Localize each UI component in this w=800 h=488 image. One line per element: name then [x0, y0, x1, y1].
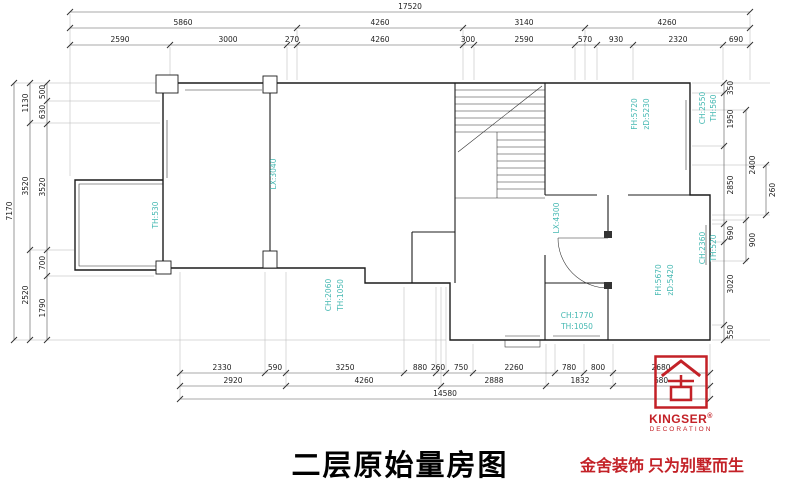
- dim-label: 2330: [212, 363, 231, 372]
- room-label-lx3040: LX:3040: [269, 158, 278, 189]
- room-label-th520: TH:520: [709, 234, 718, 262]
- dim-label: 590: [268, 363, 283, 372]
- dim-label: 17520: [398, 2, 422, 11]
- dim-label: 1790: [38, 298, 47, 317]
- dim-label: 630: [38, 105, 47, 120]
- window-lines: [166, 89, 707, 337]
- dim-label: 800: [591, 363, 606, 372]
- dim-label: 2850: [726, 175, 735, 194]
- room-label-th530: TH:530: [151, 201, 160, 229]
- registered-mark: ®: [707, 413, 713, 420]
- extension-lines: [14, 14, 770, 398]
- dim-label: 880: [413, 363, 428, 372]
- dim-label: 3140: [514, 18, 533, 27]
- dim-label: 3520: [21, 176, 30, 195]
- room-label-th560: TH:560: [709, 94, 718, 122]
- door-jamb: [604, 231, 612, 238]
- dim-label: 750: [454, 363, 469, 372]
- dim-label: 570: [578, 35, 593, 44]
- dim-label: 300: [461, 35, 476, 44]
- staircase: [454, 83, 546, 199]
- dim-label: 4260: [370, 35, 389, 44]
- dim-label: 500: [38, 85, 47, 100]
- dim-label: 3020: [726, 274, 735, 293]
- dimension-labels: 17520 5860 4260 3140 4260 2590 3000 270 …: [5, 2, 777, 398]
- dim-label: 7170: [5, 201, 14, 220]
- dim-label: 780: [562, 363, 577, 372]
- dim-label: 1950: [726, 109, 735, 128]
- door-jamb: [604, 282, 612, 289]
- brand-tagline: 金舍装饰 只为别墅而生: [579, 458, 744, 475]
- dim-label: 690: [729, 35, 744, 44]
- room-labels: TH:530 LX:3040 CH:2060 TH:1050 LX:4300 C…: [151, 92, 718, 331]
- room-label-ch2360: CH:2360: [698, 232, 707, 265]
- dim-label: 260: [431, 363, 446, 372]
- window-sill: [504, 339, 541, 348]
- kingser-seal-icon: [654, 355, 708, 409]
- dimension-lines: [10, 8, 770, 403]
- dim-label: 3000: [218, 35, 237, 44]
- dim-label: 2520: [21, 285, 30, 304]
- dim-label: 900: [748, 233, 757, 248]
- dim-label: 14580: [433, 389, 457, 398]
- dim-label: 260: [768, 183, 777, 198]
- dim-label: 2590: [514, 35, 533, 44]
- dim-label: 1832: [570, 376, 589, 385]
- walls: [74, 82, 711, 348]
- dim-label: 1130: [21, 93, 30, 112]
- dim-label: 2260: [504, 363, 523, 372]
- page-title: 二层原始量房图: [291, 448, 509, 482]
- room-label-th1050: TH:1050: [560, 322, 593, 331]
- brand-logo: KINGSER® DECORATION: [645, 354, 717, 434]
- room-label-ch1770: CH:1770: [561, 311, 594, 320]
- brand-subtitle: DECORATION: [649, 426, 713, 433]
- room-label-th1050: TH:1050: [336, 279, 345, 312]
- dim-label: 2400: [748, 155, 757, 174]
- dim-label: 2320: [668, 35, 687, 44]
- door-swing: [557, 237, 609, 289]
- dim-label: 690: [726, 226, 735, 241]
- dim-label: 4260: [370, 18, 389, 27]
- dim-label: 2590: [110, 35, 129, 44]
- dim-label: 4260: [354, 376, 373, 385]
- dim-label: 700: [38, 256, 47, 271]
- room-label-ch2060: CH:2060: [324, 279, 333, 312]
- dim-label: 680: [654, 376, 669, 385]
- dim-label: 270: [285, 35, 300, 44]
- dim-label: 5860: [173, 18, 192, 27]
- dim-label: 2680: [651, 363, 670, 372]
- dim-label: 930: [609, 35, 624, 44]
- dim-label: 550: [726, 325, 735, 340]
- dim-label: 3250: [335, 363, 354, 372]
- room-label-ch2550: CH:2550: [698, 92, 707, 125]
- room-label-fh5670: FH:5670: [654, 264, 663, 296]
- room-label-fh5720: FH:5720: [630, 98, 639, 130]
- dim-label: 4260: [657, 18, 676, 27]
- dim-label: 350: [726, 81, 735, 96]
- brand-name: KINGSER®: [649, 412, 713, 426]
- dim-label: 2888: [484, 376, 503, 385]
- room-label-zd5230: zD:5230: [642, 98, 651, 130]
- dim-label: 2920: [223, 376, 242, 385]
- dim-label: 3520: [38, 177, 47, 196]
- room-label-zd5420: zD:5420: [666, 264, 675, 296]
- room-label-lx4300: LX:4300: [552, 202, 561, 233]
- columns: [155, 74, 278, 275]
